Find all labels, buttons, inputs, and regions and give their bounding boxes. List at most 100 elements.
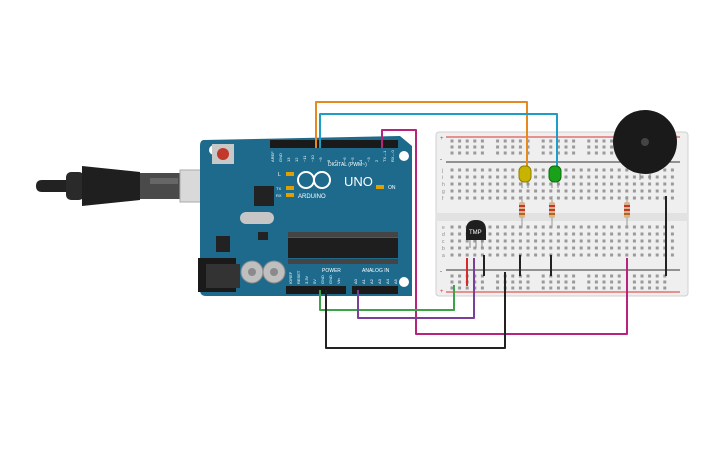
breadboard-hole[interactable] [488, 175, 492, 179]
breadboard-hole[interactable] [640, 253, 644, 257]
breadboard-hole[interactable] [549, 280, 553, 284]
breadboard-hole[interactable] [496, 175, 500, 179]
breadboard-hole[interactable] [534, 239, 538, 243]
breadboard-hole[interactable] [579, 225, 583, 229]
tmp-sensor[interactable] [466, 220, 486, 248]
breadboard-hole[interactable] [594, 253, 598, 257]
breadboard-hole[interactable] [602, 168, 606, 172]
breadboard-hole[interactable] [655, 239, 659, 243]
breadboard-hole[interactable] [541, 189, 545, 193]
breadboard-hole[interactable] [503, 246, 507, 250]
breadboard-hole[interactable] [670, 246, 674, 250]
breadboard-hole[interactable] [564, 286, 568, 290]
breadboard-hole[interactable] [511, 189, 515, 193]
breadboard-hole[interactable] [503, 239, 507, 243]
breadboard-hole[interactable] [587, 239, 591, 243]
breadboard-hole[interactable] [655, 286, 659, 290]
breadboard-hole[interactable] [450, 274, 454, 278]
breadboard-hole[interactable] [564, 145, 568, 149]
breadboard-hole[interactable] [594, 280, 598, 284]
breadboard-hole[interactable] [610, 151, 614, 155]
breadboard-hole[interactable] [496, 239, 500, 243]
breadboard-hole[interactable] [632, 286, 636, 290]
breadboard-hole[interactable] [503, 232, 507, 236]
breadboard-hole[interactable] [450, 239, 454, 243]
breadboard-hole[interactable] [617, 168, 621, 172]
breadboard-hole[interactable] [655, 246, 659, 250]
breadboard-hole[interactable] [564, 151, 568, 155]
breadboard-hole[interactable] [458, 168, 462, 172]
breadboard-hole[interactable] [450, 196, 454, 200]
breadboard-hole[interactable] [655, 274, 659, 278]
breadboard-hole[interactable] [572, 286, 576, 290]
breadboard-hole[interactable] [511, 246, 515, 250]
breadboard-hole[interactable] [648, 232, 652, 236]
breadboard-hole[interactable] [655, 253, 659, 257]
breadboard-hole[interactable] [541, 182, 545, 186]
breadboard-hole[interactable] [587, 189, 591, 193]
breadboard-hole[interactable] [602, 189, 606, 193]
breadboard-hole[interactable] [450, 145, 454, 149]
breadboard-hole[interactable] [655, 182, 659, 186]
breadboard-hole[interactable] [488, 246, 492, 250]
breadboard-hole[interactable] [640, 239, 644, 243]
breadboard-hole[interactable] [663, 286, 667, 290]
breadboard-hole[interactable] [518, 196, 522, 200]
breadboard-hole[interactable] [450, 246, 454, 250]
breadboard-hole[interactable] [458, 189, 462, 193]
breadboard-hole[interactable] [670, 232, 674, 236]
breadboard-hole[interactable] [541, 239, 545, 243]
breadboard-hole[interactable] [663, 182, 667, 186]
breadboard-hole[interactable] [503, 189, 507, 193]
breadboard-hole[interactable] [663, 280, 667, 284]
breadboard-hole[interactable] [610, 232, 614, 236]
breadboard-hole[interactable] [602, 239, 606, 243]
breadboard-hole[interactable] [541, 139, 545, 143]
breadboard-hole[interactable] [526, 280, 530, 284]
breadboard-hole[interactable] [480, 139, 484, 143]
breadboard-hole[interactable] [549, 182, 553, 186]
breadboard-hole[interactable] [473, 168, 477, 172]
breadboard-hole[interactable] [465, 139, 469, 143]
breadboard-hole[interactable] [594, 168, 598, 172]
breadboard-hole[interactable] [564, 175, 568, 179]
breadboard-hole[interactable] [511, 286, 515, 290]
breadboard-hole[interactable] [632, 196, 636, 200]
breadboard-hole[interactable] [496, 196, 500, 200]
breadboard-hole[interactable] [556, 246, 560, 250]
breadboard-hole[interactable] [518, 189, 522, 193]
breadboard-hole[interactable] [511, 225, 515, 229]
breadboard-hole[interactable] [450, 175, 454, 179]
breadboard-hole[interactable] [648, 286, 652, 290]
breadboard-hole[interactable] [511, 139, 515, 143]
breadboard-hole[interactable] [473, 139, 477, 143]
breadboard-hole[interactable] [465, 182, 469, 186]
breadboard-hole[interactable] [465, 168, 469, 172]
breadboard-hole[interactable] [503, 145, 507, 149]
breadboard-hole[interactable] [572, 253, 576, 257]
breadboard-hole[interactable] [602, 232, 606, 236]
breadboard-hole[interactable] [488, 182, 492, 186]
breadboard-hole[interactable] [564, 239, 568, 243]
breadboard-hole[interactable] [625, 175, 629, 179]
breadboard-hole[interactable] [625, 189, 629, 193]
breadboard-hole[interactable] [541, 175, 545, 179]
breadboard-hole[interactable] [655, 196, 659, 200]
breadboard-hole[interactable] [518, 182, 522, 186]
breadboard-hole[interactable] [465, 286, 469, 290]
breadboard-hole[interactable] [549, 139, 553, 143]
breadboard-hole[interactable] [564, 189, 568, 193]
breadboard-hole[interactable] [632, 274, 636, 278]
breadboard-hole[interactable] [458, 274, 462, 278]
breadboard-hole[interactable] [541, 196, 545, 200]
breadboard-hole[interactable] [465, 239, 469, 243]
breadboard-hole[interactable] [602, 151, 606, 155]
breadboard-hole[interactable] [511, 253, 515, 257]
wire-cyan[interactable] [319, 113, 558, 170]
breadboard-hole[interactable] [640, 286, 644, 290]
breadboard-hole[interactable] [617, 286, 621, 290]
breadboard-hole[interactable] [594, 274, 598, 278]
breadboard-hole[interactable] [594, 151, 598, 155]
breadboard-hole[interactable] [541, 151, 545, 155]
breadboard-hole[interactable] [503, 182, 507, 186]
